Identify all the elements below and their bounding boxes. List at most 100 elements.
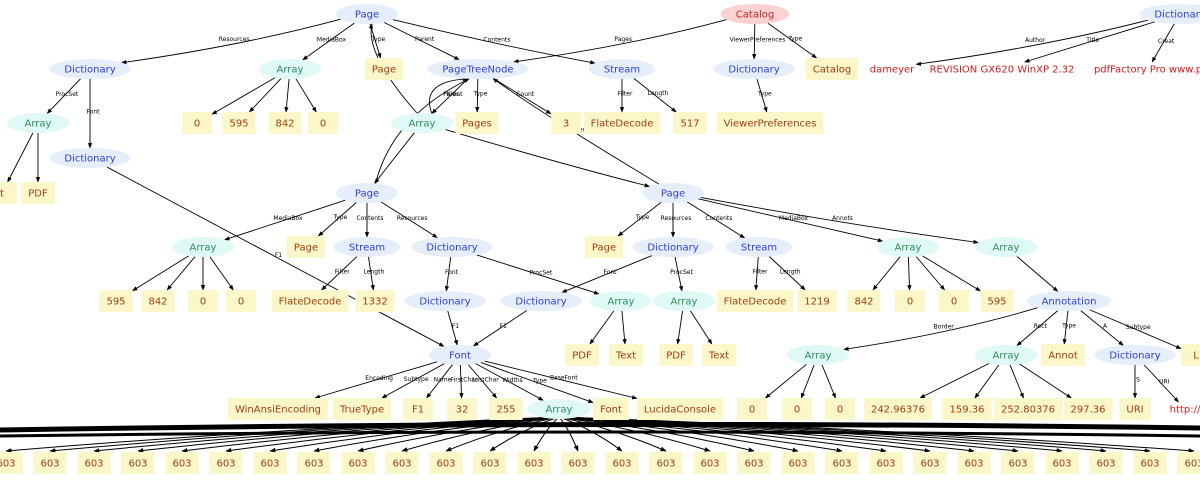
node-shape [226, 290, 256, 312]
edge-info_dict-to-creator [1151, 23, 1175, 63]
node-shape [716, 112, 824, 134]
width-value-label: 603 [40, 459, 59, 470]
node-label: Page [372, 65, 396, 76]
edge-label: S [1136, 377, 1140, 384]
width-value-node: 603 [649, 452, 683, 474]
edge-label: Font [603, 269, 617, 276]
width-value-label: 603 [876, 459, 895, 470]
width-value-label: 603 [1008, 459, 1027, 470]
edge-mb_mid-to-m0b [209, 256, 234, 291]
node-shape [77, 452, 111, 474]
node-label: 1219 [804, 297, 829, 308]
node-flate_mid: FlateDecode [271, 290, 349, 312]
width-value-node: 603 [429, 452, 463, 474]
node-shape [797, 290, 837, 312]
edge-label: ProcSet [56, 91, 79, 98]
node-shape [713, 59, 795, 79]
node-shape [222, 112, 256, 134]
node-label: TrueType [339, 405, 384, 416]
node-shape [411, 237, 493, 257]
node-shape [877, 237, 939, 257]
edge-label: Length [648, 90, 669, 97]
node-shape [385, 452, 419, 474]
edge-page_mid-to-res_mid [380, 201, 438, 239]
node-label: Array [608, 297, 635, 308]
node-font: Font [429, 345, 491, 365]
node-shape [336, 183, 398, 203]
edge-mb_mid-to-m595 [132, 255, 189, 292]
node-shape [1001, 452, 1035, 474]
edge-label: Parent [443, 91, 463, 98]
node-n255: 255 [489, 398, 523, 420]
width-value-label: 603 [392, 459, 411, 470]
edge-label: Subtype [1126, 324, 1151, 331]
node-res_mid: Dictionary [411, 237, 493, 257]
node-shape [720, 4, 790, 24]
width-value-node: 603 [253, 452, 287, 474]
node-label: Array [671, 297, 698, 308]
node-type_page_mid: Page [286, 236, 326, 258]
node-shape [632, 237, 714, 257]
node-label: Annotation [1042, 297, 1097, 308]
width-value-label: 603 [1096, 459, 1115, 470]
edge-label: Parent [415, 36, 435, 43]
edge-mb_right-to-r0b [915, 256, 945, 291]
node-shape [701, 344, 737, 366]
node-shape [608, 344, 644, 366]
width-value-node: 603 [825, 452, 859, 474]
width-value-node: 603 [473, 452, 507, 474]
node-label: 595 [106, 297, 125, 308]
edge-font-to-type_font [480, 362, 594, 404]
edge-rect-to-rect1 [919, 363, 990, 399]
width-value-node: 603 [165, 452, 199, 474]
node-page_mid: Page [336, 183, 398, 203]
node-border: Array [787, 345, 849, 365]
edge-label: Contents [705, 215, 732, 222]
node-label: Page [661, 189, 685, 200]
node-shape [500, 291, 582, 311]
node-shape [268, 112, 302, 134]
edge-res_right-to-fontdict_right [561, 255, 653, 293]
node-shape [259, 59, 321, 79]
node-shape [1119, 398, 1151, 420]
node-label: Dictionary [1109, 351, 1160, 362]
edge-label: Contents [357, 215, 384, 222]
node-uri_val: http:// [1170, 405, 1200, 416]
edge-label: MediaBox [273, 215, 303, 222]
edge-label: Name [434, 376, 452, 383]
node-len517: 517 [673, 112, 707, 134]
node-shape [297, 452, 331, 474]
node-label: 842 [148, 297, 167, 308]
node-shape [427, 59, 529, 79]
edge-rect-to-rect3 [1009, 364, 1024, 399]
edge-mb_right-to-r0a [907, 256, 912, 291]
edge-label: MediaBox [779, 215, 809, 222]
edge-widths-to-width-value [558, 416, 1195, 454]
edge-mb_right-to-r595 [922, 255, 981, 292]
node-creator: pdfFactory Pro www.p [1094, 65, 1200, 76]
edge-border-to-b0a [765, 363, 807, 399]
edge-font-to-widths [475, 363, 544, 401]
node-m0a: 0 [188, 290, 218, 312]
node-b0a: 0 [737, 398, 767, 420]
node-font_dict_top: Dictionary [49, 148, 131, 168]
width-value-label: 603 [964, 459, 983, 470]
node-shape [455, 112, 499, 134]
node-shape [528, 399, 590, 419]
edge-mediabox_top-to-mb0b [295, 78, 317, 113]
node-pm_text: Text [608, 344, 644, 366]
width-value-label: 603 [612, 459, 631, 470]
edge-stream_top-to-len517 [633, 77, 677, 113]
edge-pagetree-to-count3 [493, 78, 552, 115]
edge-res_mid-to-procset_mid [476, 254, 600, 295]
edge-label: Type [635, 214, 650, 221]
edge-label: ViewerPreferences [730, 36, 786, 43]
node-shape [659, 344, 693, 366]
width-value-label: 603 [1052, 459, 1071, 470]
node-label: Stream [349, 243, 385, 254]
node-subtype_link: L [1181, 344, 1200, 366]
edge-page_right-to-stream_right [686, 201, 746, 239]
node-label: Dictionary [515, 297, 566, 308]
node-shape [1139, 4, 1200, 24]
